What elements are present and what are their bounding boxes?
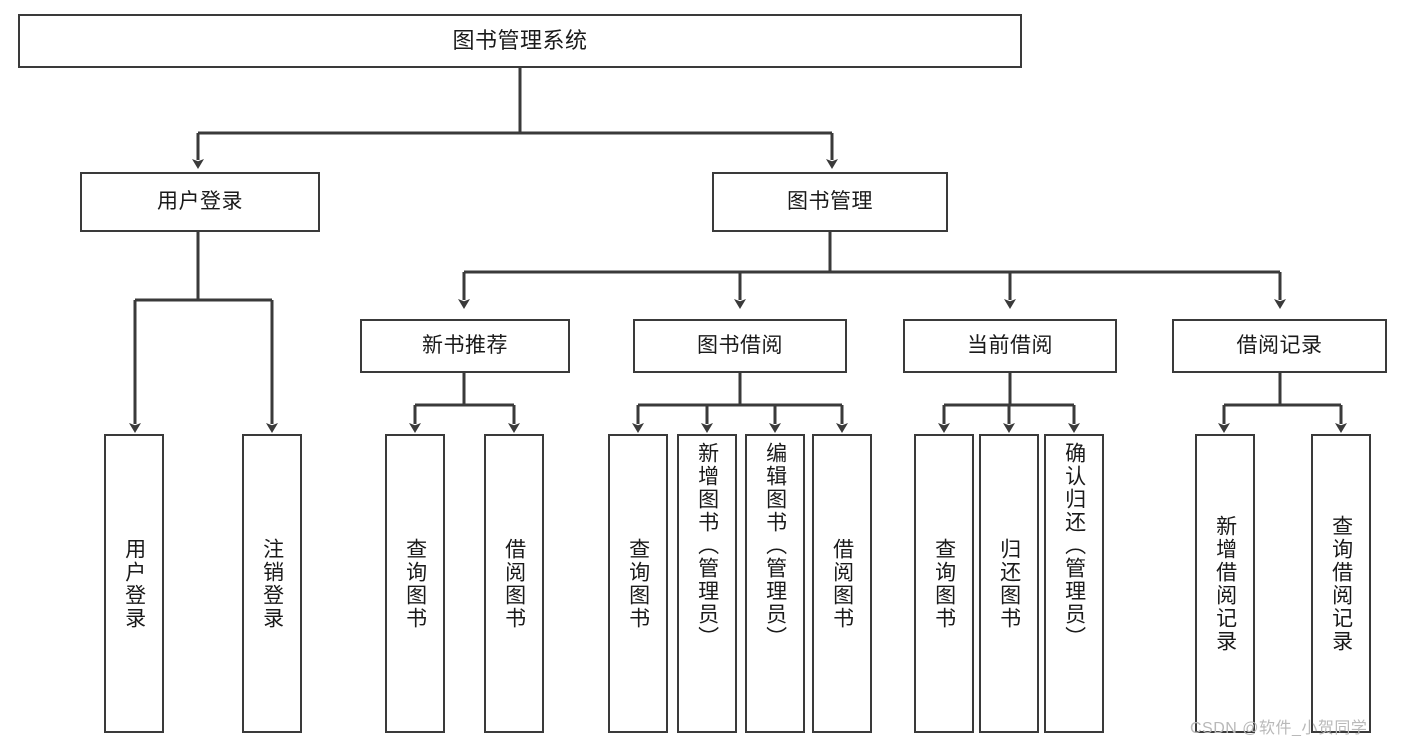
node-label: 当前借阅 [967, 333, 1053, 357]
node-label: 图书管理 [787, 189, 873, 213]
node-label: 用户登录 [157, 189, 243, 213]
node-label: 新增图书（管理员） [695, 442, 719, 649]
node-leaf-edit-book-admin[interactable]: 编辑图书（管理员） [745, 434, 805, 733]
node-leaf-return-book[interactable]: 归还图书 [979, 434, 1039, 733]
node-leaf-add-borrow-record[interactable]: 新增借阅记录 [1195, 434, 1255, 733]
node-label: 图书借阅 [697, 333, 783, 357]
node-leaf-user-login[interactable]: 用户登录 [104, 434, 164, 733]
node-new-book-recommend[interactable]: 新书推荐 [360, 319, 570, 373]
node-leaf-borrow-book[interactable]: 借阅图书 [812, 434, 872, 733]
node-label: 用户登录 [122, 537, 146, 630]
node-leaf-add-book-admin[interactable]: 新增图书（管理员） [677, 434, 737, 733]
node-leaf-borrow-book-rec[interactable]: 借阅图书 [484, 434, 544, 733]
node-leaf-query-borrow-record[interactable]: 查询借阅记录 [1311, 434, 1371, 733]
node-leaf-query-book-borrow[interactable]: 查询图书 [608, 434, 668, 733]
node-leaf-confirm-return-admin[interactable]: 确认归还（管理员） [1044, 434, 1104, 733]
node-leaf-query-book-current[interactable]: 查询图书 [914, 434, 974, 733]
node-leaf-query-book-rec[interactable]: 查询图书 [385, 434, 445, 733]
node-root-system[interactable]: 图书管理系统 [18, 14, 1022, 68]
node-label: 查询图书 [932, 537, 956, 630]
node-label: 查询图书 [626, 537, 650, 630]
node-book-manage[interactable]: 图书管理 [712, 172, 948, 232]
node-label: 编辑图书（管理员） [763, 442, 787, 649]
node-label: 借阅记录 [1236, 333, 1323, 357]
node-label: 归还图书 [997, 537, 1021, 630]
node-borrow-record[interactable]: 借阅记录 [1172, 319, 1387, 373]
node-label: 借阅图书 [830, 537, 854, 630]
node-label: 注销登录 [260, 537, 284, 630]
node-label: 查询图书 [403, 537, 427, 630]
node-label: 新书推荐 [422, 333, 508, 357]
node-user-login[interactable]: 用户登录 [80, 172, 320, 232]
node-label: 借阅图书 [502, 537, 526, 630]
node-book-borrow[interactable]: 图书借阅 [633, 319, 847, 373]
node-current-borrow[interactable]: 当前借阅 [903, 319, 1117, 373]
node-label: 新增借阅记录 [1213, 514, 1237, 653]
node-label: 确认归还（管理员） [1062, 442, 1086, 649]
watermark-text: CSDN @软件_小贺同学 [1190, 720, 1368, 737]
node-label: 查询借阅记录 [1329, 514, 1353, 653]
node-leaf-logout[interactable]: 注销登录 [242, 434, 302, 733]
node-label: 图书管理系统 [452, 28, 588, 54]
